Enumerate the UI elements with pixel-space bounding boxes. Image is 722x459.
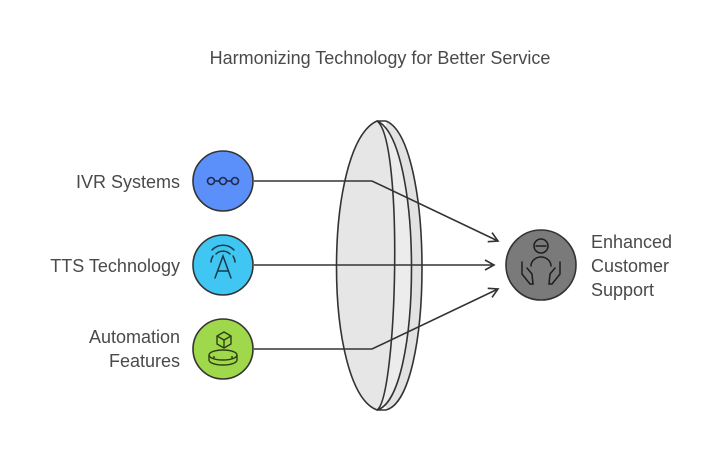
customer-support-icon [521,238,561,285]
tts-broadcast-icon [210,244,236,279]
automation-connector-arrow [254,287,500,350]
output-label-line1: Enhanced [591,232,673,252]
lens-edge-lines [377,120,386,411]
customer-support-node [505,229,577,301]
output-label-line2: Customer [591,256,670,276]
ivr-node-circle [192,150,254,212]
output-label-line3: Support [591,280,655,300]
ivr-connection-icon [206,176,240,186]
automation-label-line2: Features [108,351,180,371]
automation-box-icon [208,331,238,366]
ivr-connector-arrow [254,180,500,243]
support-node-circle [505,229,577,301]
automation-features-label: Automation Features [89,325,180,373]
diagram-title: Harmonizing Technology for Better Servic… [209,48,551,68]
tts-technology-node [192,234,254,296]
ivr-systems-label: IVR Systems [75,172,180,192]
tts-technology-label: TTS Technology [50,256,180,276]
connector-lines [254,180,500,350]
enhanced-customer-support-label: Enhanced Customer Support [591,230,672,302]
automation-node-circle [192,318,254,380]
automation-label-line1: Automation [88,327,180,347]
tts-node-circle [192,234,254,296]
automation-features-node [192,318,254,380]
ivr-systems-node [192,150,254,212]
